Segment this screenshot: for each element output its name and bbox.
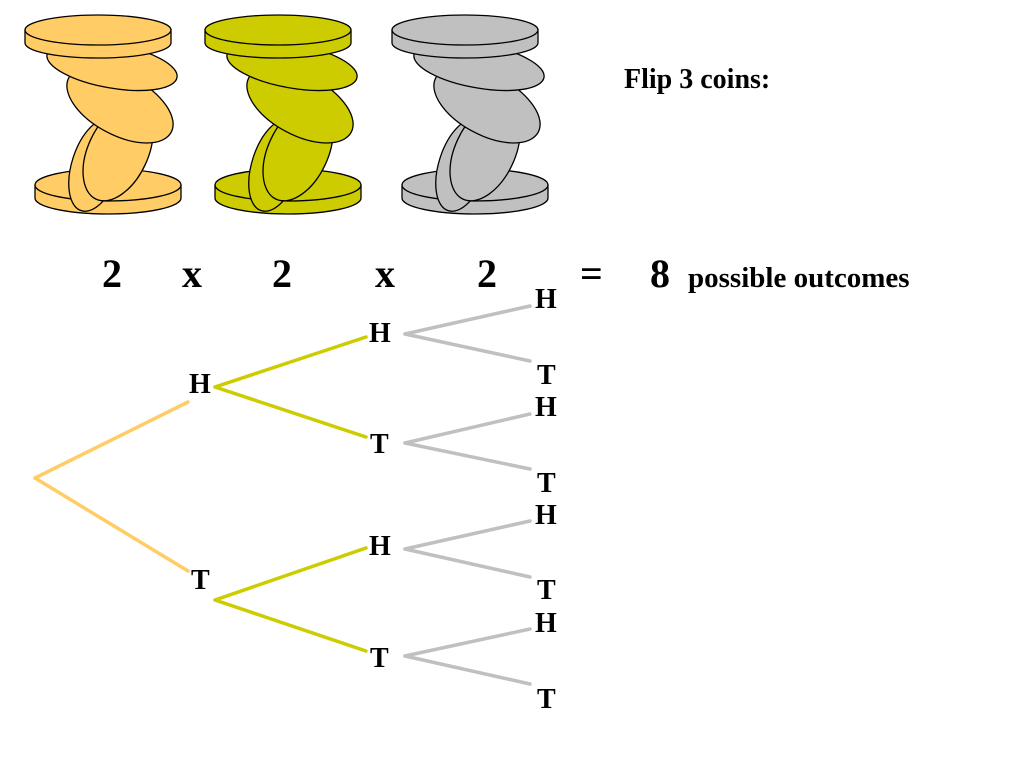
branch-th-h xyxy=(403,519,532,551)
tree-node-level2-th: H xyxy=(369,531,391,562)
tree-node-level3-2: T xyxy=(537,360,556,391)
coin-stack-2 xyxy=(204,14,362,215)
tree-node-level3-6: T xyxy=(537,575,556,606)
branch-th-t xyxy=(403,547,532,579)
coin-stack-1 xyxy=(24,14,182,215)
tree-node-level3-7: H xyxy=(535,608,557,639)
coin-top-face xyxy=(24,14,172,46)
branch-hh-h xyxy=(403,304,532,336)
branch-t-h xyxy=(213,546,368,602)
tree-node-level2-ht: T xyxy=(370,429,389,460)
branch-root-h xyxy=(33,400,190,480)
tree-node-level1-t: T xyxy=(191,565,210,596)
branch-h-h xyxy=(213,335,368,389)
branch-hh-t xyxy=(403,332,532,363)
coin-top-face xyxy=(391,14,539,46)
branch-ht-t xyxy=(403,441,532,471)
times-sign-2: x xyxy=(375,251,395,296)
result-value: 8 xyxy=(650,251,670,296)
branch-t-t xyxy=(213,598,368,653)
branch-tt-t xyxy=(403,654,532,686)
tree-node-level2-hh: H xyxy=(369,318,391,349)
coins-layer xyxy=(24,14,549,215)
diagram-title: Flip 3 coins: xyxy=(624,64,771,95)
times-sign-1: x xyxy=(182,251,202,296)
branch-tt-h xyxy=(403,627,532,658)
coin-stack-3 xyxy=(391,14,549,215)
tree-layer xyxy=(33,304,532,686)
branch-ht-h xyxy=(403,412,532,445)
tree-node-level3-4: T xyxy=(537,468,556,499)
tree-node-level2-tt: T xyxy=(370,643,389,674)
factor-2: 2 xyxy=(272,251,292,296)
factor-3: 2 xyxy=(477,251,497,296)
branch-h-t xyxy=(213,385,368,439)
factor-1: 2 xyxy=(102,251,122,296)
equals-sign: = xyxy=(580,251,603,296)
result-label: possible outcomes xyxy=(688,262,910,294)
tree-node-level3-1: H xyxy=(535,284,557,315)
tree-node-level3-3: H xyxy=(535,392,557,423)
tree-node-level1-h: H xyxy=(189,369,211,400)
branch-root-t xyxy=(33,476,190,573)
coin-top-face xyxy=(204,14,352,46)
tree-node-level3-5: H xyxy=(535,500,557,531)
tree-node-level3-8: T xyxy=(537,684,556,715)
